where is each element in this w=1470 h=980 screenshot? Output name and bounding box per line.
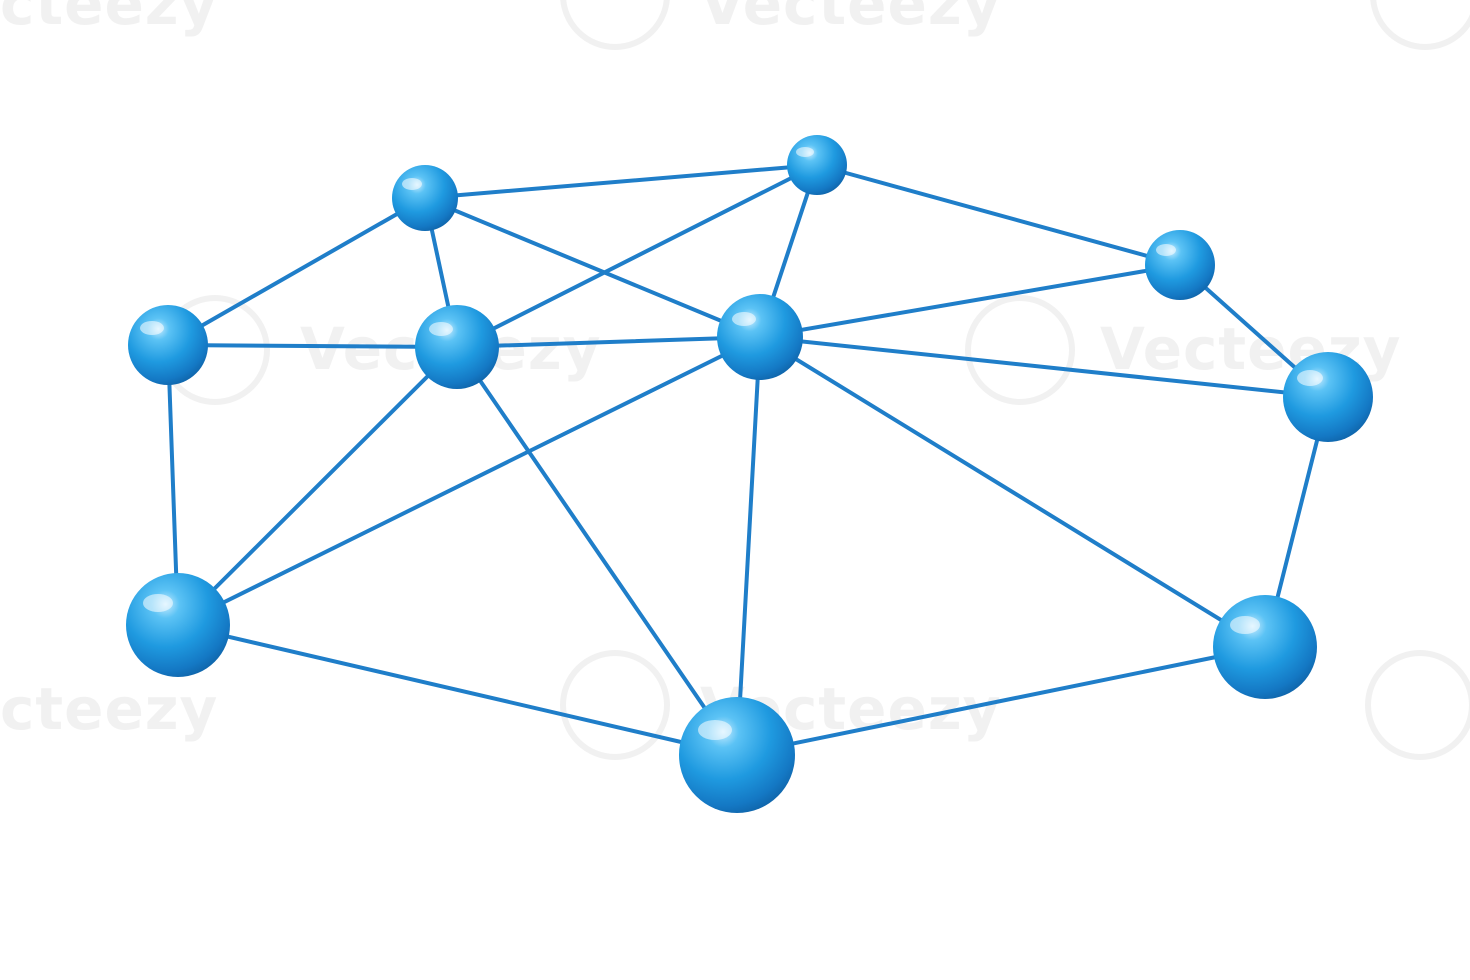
link [176, 623, 739, 757]
link [815, 163, 1182, 267]
link [455, 163, 819, 349]
link [166, 343, 459, 349]
node [1145, 230, 1215, 300]
link [758, 263, 1182, 339]
node [128, 305, 208, 385]
link [176, 345, 459, 627]
specular-highlights [140, 147, 1323, 740]
node [717, 294, 803, 380]
node [1213, 595, 1317, 699]
node [392, 165, 458, 231]
node [415, 305, 499, 389]
node [1283, 352, 1373, 442]
link [166, 196, 427, 347]
node [679, 697, 795, 813]
link [735, 335, 762, 757]
link [735, 645, 1267, 757]
link [758, 335, 1330, 399]
node [126, 573, 230, 677]
link [423, 163, 819, 200]
link [758, 335, 1267, 649]
nodes [126, 135, 1373, 813]
link [455, 345, 739, 757]
link [176, 335, 762, 627]
node [787, 135, 847, 195]
link [423, 196, 762, 339]
link [455, 335, 762, 349]
